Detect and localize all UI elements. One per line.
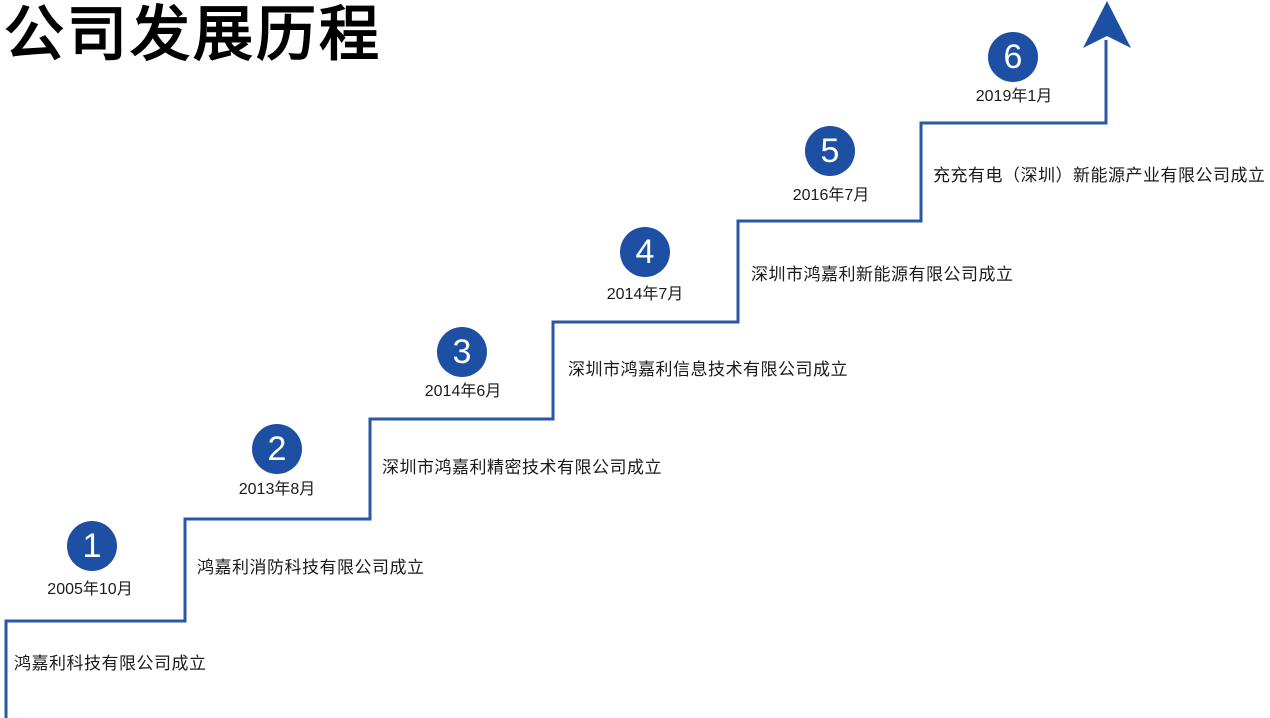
milestone-3-number: 3	[452, 333, 472, 371]
milestone-6-date: 2019年1月	[975, 88, 1053, 105]
milestone-2-number: 2	[267, 430, 287, 468]
up-arrow-icon	[1083, 1, 1131, 48]
milestone-4-event: 深圳市鸿嘉利信息技术有限公司成立	[568, 360, 848, 379]
milestone-2-badge: 2	[252, 424, 302, 474]
milestone-5-badge: 5	[805, 126, 855, 176]
milestone-3-event: 深圳市鸿嘉利精密技术有限公司成立	[382, 458, 662, 477]
staircase-line	[4, 40, 1108, 718]
milestone-6-number: 6	[1003, 38, 1023, 76]
milestone-1-number: 1	[82, 527, 102, 565]
milestone-4-badge: 4	[620, 227, 670, 277]
milestone-2-date: 2013年8月	[238, 481, 316, 498]
milestone-1-badge: 1	[67, 521, 117, 571]
milestone-6-event: 充充有电（深圳）新能源产业有限公司成立	[933, 166, 1266, 185]
milestone-5-event: 深圳市鸿嘉利新能源有限公司成立	[751, 265, 1014, 284]
milestone-5-date: 2016年7月	[792, 187, 870, 204]
milestone-3-date: 2014年6月	[424, 383, 502, 400]
milestone-1-event: 鸿嘉利科技有限公司成立	[14, 654, 207, 673]
milestone-1-date: 2005年10月	[47, 581, 133, 598]
page-title: 公司发展历程	[4, 1, 382, 68]
milestone-6-badge: 6	[988, 32, 1038, 82]
milestone-2-event: 鸿嘉利消防科技有限公司成立	[197, 558, 425, 577]
milestone-4-date: 2014年7月	[606, 286, 684, 303]
milestone-5-number: 5	[820, 132, 840, 170]
milestone-4-number: 4	[635, 233, 655, 271]
milestone-3-badge: 3	[437, 327, 487, 377]
